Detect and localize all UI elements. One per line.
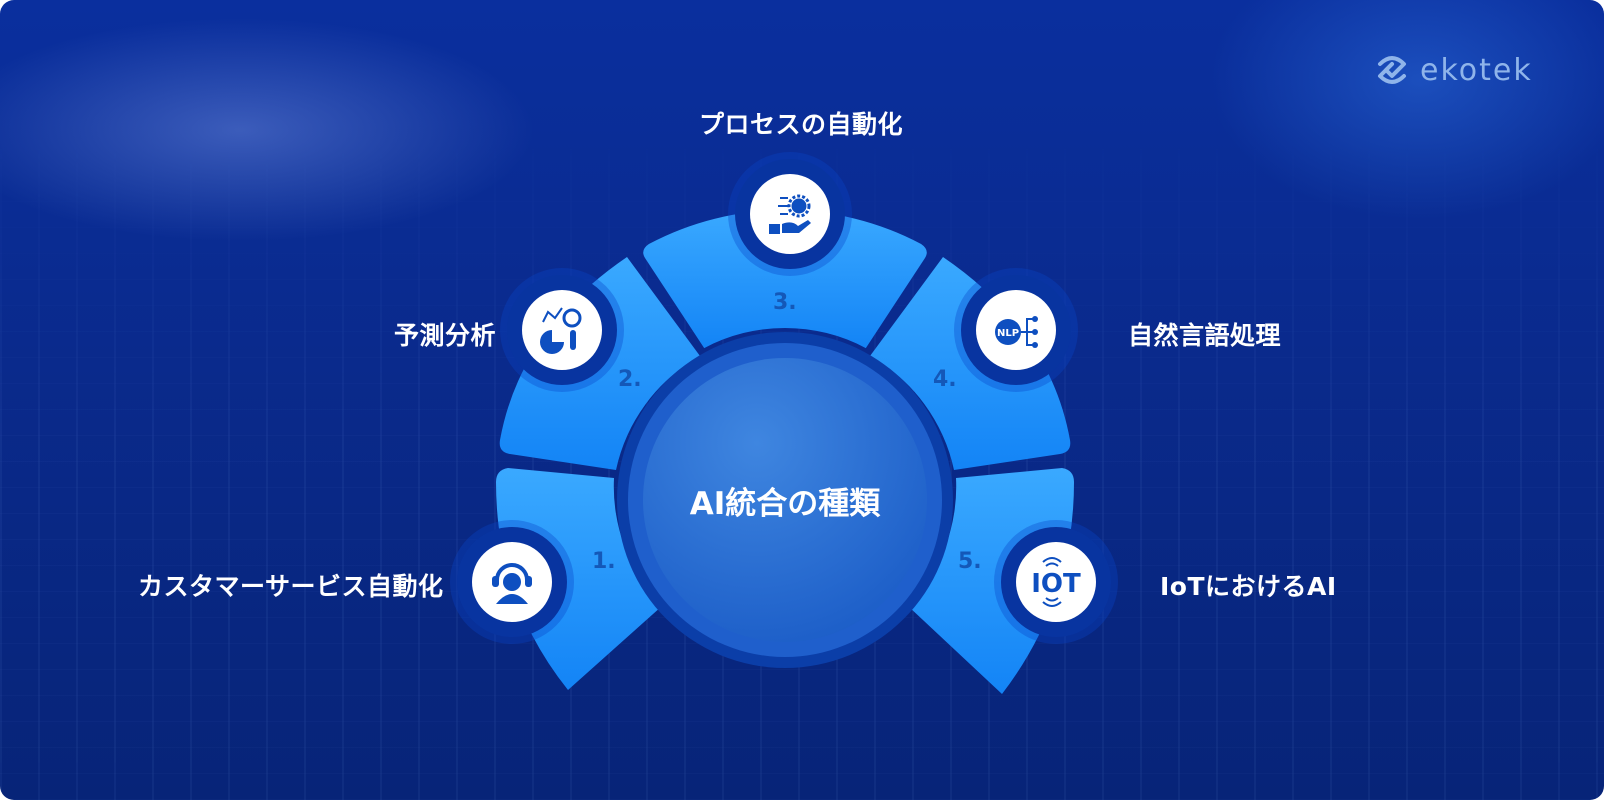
process-automation-robot-arm-icon (769, 194, 811, 234)
nlp-icon: NLP (995, 316, 1038, 348)
center-title: AI統合の種類 (689, 486, 881, 522)
badge-4: NLP (954, 268, 1078, 392)
ekotek-logo: ekotek (1372, 50, 1533, 90)
logo-text: ekotek (1420, 52, 1533, 88)
label-customer-service-automation: カスタマーサービス自動化 (138, 572, 444, 601)
badge-1 (450, 520, 574, 644)
label-natural-language-processing: 自然言語処理 (1128, 321, 1282, 350)
segment-3 (643, 210, 927, 349)
segment-shapes (496, 210, 1074, 694)
segment-number-2: 2. (618, 367, 642, 392)
ekotek-logo-icon (1378, 56, 1406, 84)
badge-3 (728, 152, 852, 276)
segment-number-3: 3. (773, 290, 797, 315)
svg-text:NLP: NLP (997, 328, 1019, 339)
label-ai-in-iot: IoTにおけるAI (1160, 572, 1337, 601)
segment-number-1: 1. (592, 549, 616, 574)
label-predictive-analytics: 予測分析 (394, 321, 497, 350)
iot-icon: IOT (1031, 557, 1081, 607)
segment-5 (908, 468, 1074, 694)
center-circle (643, 358, 927, 642)
segment-4 (870, 257, 1071, 470)
badge-2 (500, 268, 624, 392)
badge-5: IOT (994, 520, 1118, 644)
customer-support-headset-icon (492, 563, 532, 604)
label-process-automation: プロセスの自動化 (699, 110, 904, 139)
segment-1 (496, 468, 662, 690)
predictive-analytics-chart-icon (540, 307, 582, 354)
segment-number-5: 5. (958, 549, 982, 574)
segment-number-4: 4. (933, 367, 957, 392)
svg-text:IOT: IOT (1031, 569, 1081, 599)
